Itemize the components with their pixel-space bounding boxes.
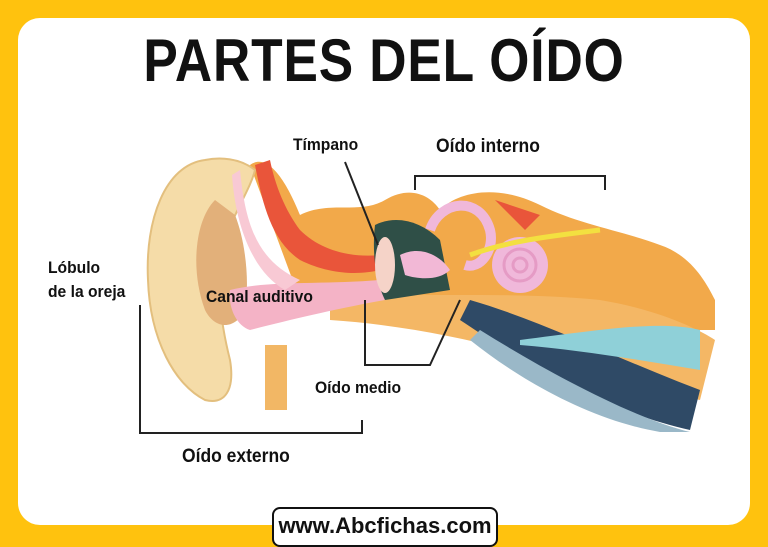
website-badge: www.Abcfichas.com: [272, 507, 498, 547]
auditory-nerve: [469, 227, 601, 258]
canal-wall-red: [255, 160, 380, 273]
label-canal-auditivo: Canal auditivo: [206, 287, 313, 306]
oido-externo-bracket: [139, 305, 363, 434]
ear-canal: [229, 280, 385, 330]
earlobe-stem: [265, 345, 287, 410]
cochlea: [492, 237, 548, 293]
label-oido-externo: Oído externo: [182, 446, 290, 467]
pharynx-tissue: [520, 325, 700, 370]
timpano-leader: [344, 161, 379, 246]
vestibular-red: [495, 200, 540, 230]
label-lobulo-line2: de la oreja: [48, 282, 126, 301]
eustachian-tube: [460, 300, 700, 430]
label-timpano: Tímpano: [293, 135, 359, 154]
ossicles: [400, 250, 450, 279]
label-lobulo-line1: Lóbulo: [48, 258, 101, 277]
tympanic-membrane: [375, 237, 395, 293]
lower-tissue: [470, 330, 690, 432]
page-title: PARTES DEL OÍDO: [143, 27, 625, 94]
oido-medio-leader: [364, 299, 461, 366]
label-oido-medio: Oído medio: [315, 378, 402, 397]
canal-tissue: [232, 170, 300, 290]
semicircular-canals: [425, 200, 496, 271]
oido-interno-bracket: [414, 175, 606, 190]
label-oido-interno: Oído interno: [436, 136, 540, 157]
